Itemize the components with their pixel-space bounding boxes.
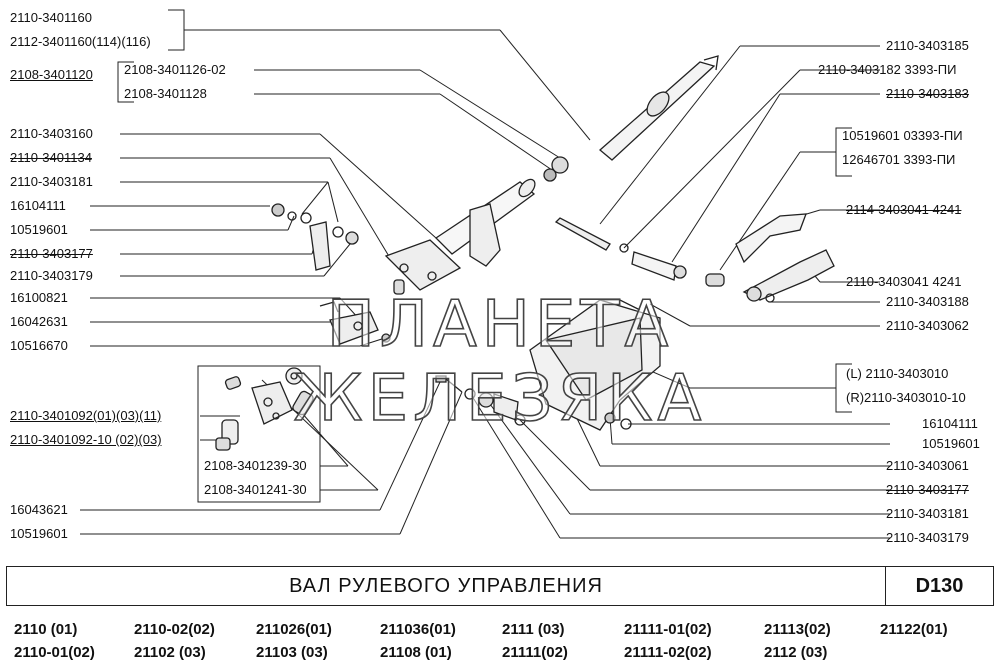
part-label: 2108-3401239-30 xyxy=(204,458,307,473)
part-label: 2108-3401126-02 xyxy=(124,62,226,77)
part-label: 2110-3401092(01)(03)(11) xyxy=(10,408,162,423)
part-label: 2110-3401092-10 (02)(03) xyxy=(10,432,162,447)
part-label: 16104111 xyxy=(10,198,66,213)
model-item: 21108 (01) xyxy=(380,644,452,661)
model-item: 21102 (03) xyxy=(134,644,206,661)
model-item: 21111-01(02) xyxy=(624,621,712,638)
model-item: 21111(02) xyxy=(502,644,568,661)
part-label: 2110-3403185 xyxy=(886,38,969,53)
part-label: 2110-3403177 xyxy=(886,482,969,497)
part-label: 2110-3403160 xyxy=(10,126,93,141)
model-item: 211036(01) xyxy=(380,621,456,638)
part-label: 2108-3401120 xyxy=(10,67,93,82)
model-item: 211026(01) xyxy=(256,621,332,638)
part-label: 2114-3403041 4241 xyxy=(846,202,962,217)
model-item: 2110-01(02) xyxy=(14,644,95,661)
part-label: 2110-3403177 xyxy=(10,246,93,261)
part-label: 2108-3401128 xyxy=(124,86,207,101)
part-label: 2110-3403041 4241 xyxy=(846,274,962,289)
title-bar: ВАЛ РУЛЕВОГО УПРАВЛЕНИЯ D130 xyxy=(6,566,994,606)
part-label: 16043621 xyxy=(10,502,68,517)
part-label: 2108-3401241-30 xyxy=(204,482,307,497)
part-label: 16042631 xyxy=(10,314,68,329)
page-title: ВАЛ РУЛЕВОГО УПРАВЛЕНИЯ xyxy=(289,575,603,597)
part-label: 10519601 xyxy=(922,436,980,451)
model-item: 2110-02(02) xyxy=(134,621,215,638)
part-label: 2110-3403182 3393-ПИ xyxy=(818,62,957,77)
model-item: 21111-02(02) xyxy=(624,644,712,661)
part-label: 2110-3403181 xyxy=(886,506,969,521)
part-label: 2110-3401134 xyxy=(10,150,92,165)
part-label: 10519601 03393-ПИ xyxy=(842,128,963,143)
part-label: 2110-3403183 xyxy=(886,86,969,101)
model-item: 21113(02) xyxy=(764,621,831,638)
part-label: 16104111 xyxy=(922,416,978,431)
part-label: 2110-3403179 xyxy=(886,530,969,545)
part-label: 2110-3403181 xyxy=(10,174,93,189)
part-label: 10519601 xyxy=(10,222,68,237)
diagram-code: D130 xyxy=(915,575,964,597)
part-label: 10516670 xyxy=(10,338,68,353)
model-item: 2110 (01) xyxy=(14,621,78,638)
model-item: 2111 (03) xyxy=(502,621,565,638)
part-label: (L) 2110-3403010 xyxy=(846,366,949,381)
part-label: 2110-3401160 xyxy=(10,10,92,25)
part-label: 2110-3403062 xyxy=(886,318,969,333)
part-label: 2110-3403188 xyxy=(886,294,969,309)
part-label: 2112-3401160(114)(116) xyxy=(10,34,151,49)
part-label: 2110-3403179 xyxy=(10,268,93,283)
parts-diagram xyxy=(80,9,890,539)
part-label: (R)2110-3403010-10 xyxy=(846,390,966,405)
model-item: 21103 (03) xyxy=(256,644,328,661)
part-label: 10519601 xyxy=(10,526,68,541)
model-item: 21122(01) xyxy=(880,621,948,638)
model-list: 2110 (01) 2110-02(02) 211026(01) 211036(… xyxy=(0,612,1000,668)
part-label: 16100821 xyxy=(10,290,68,305)
part-label: 2110-3403061 xyxy=(886,458,969,473)
model-item: 2112 (03) xyxy=(764,644,828,661)
watermark: ПЛАНЕТА ЖЕЛЕЗЯКА xyxy=(293,287,707,437)
part-label: 12646701 3393-ПИ xyxy=(842,152,956,167)
divider xyxy=(885,567,886,605)
